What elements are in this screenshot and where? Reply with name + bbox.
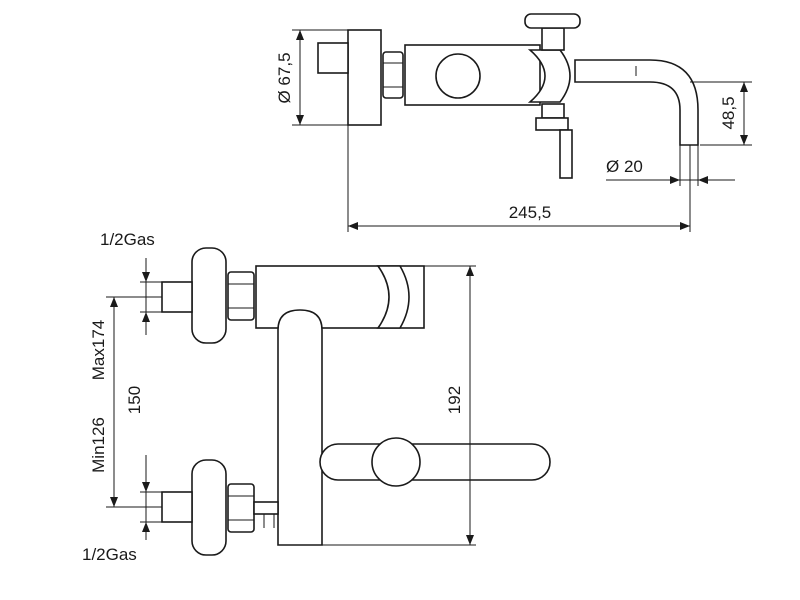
- dim-inlet-min: Min126: [89, 417, 108, 473]
- dim-flange-diameter: Ø 67,5: [275, 52, 294, 103]
- top-shower-hose: [559, 129, 573, 179]
- front-lever-knob: [371, 437, 421, 487]
- label-bottom-inlet: 1/2Gas: [82, 545, 137, 564]
- front-diverter: [376, 265, 410, 329]
- front-bottom-flange: [191, 459, 227, 556]
- front-vertical-body: [277, 309, 323, 546]
- front-view: 192 Max174 Min126 150 1/2Gas 1/2Gas: [82, 230, 551, 564]
- front-bottom-pipe: [253, 501, 279, 515]
- top-flange-nut: [317, 42, 349, 74]
- top-lever-knob: [435, 53, 481, 99]
- top-wall-flange: [347, 29, 382, 126]
- front-top-inlet-nut: [161, 281, 193, 313]
- top-view: Ø 67,5 48,5 Ø 20 245,5: [275, 13, 752, 232]
- top-diverter-stem: [541, 27, 565, 51]
- top-shower-nut: [535, 117, 569, 131]
- front-bottom-inlet-nut: [161, 491, 193, 523]
- front-lever-handle: [319, 443, 551, 481]
- top-diverter-knob: [524, 13, 581, 29]
- dim-total-height: 192: [445, 386, 464, 414]
- dim-inlet-nominal: 150: [125, 386, 144, 414]
- front-bottom-hex: [227, 483, 255, 533]
- dim-spout-diameter: Ø 20: [606, 157, 643, 176]
- top-diverter: [527, 49, 571, 103]
- top-hex-connector: [382, 51, 404, 99]
- dim-spout-height: 48,5: [719, 96, 738, 129]
- label-top-inlet: 1/2Gas: [100, 230, 155, 249]
- dim-inlet-max: Max174: [89, 320, 108, 380]
- dim-total-length: 245,5: [509, 203, 552, 222]
- top-shower-connector: [541, 103, 565, 119]
- front-top-flange: [191, 247, 227, 344]
- front-top-hex: [227, 271, 255, 321]
